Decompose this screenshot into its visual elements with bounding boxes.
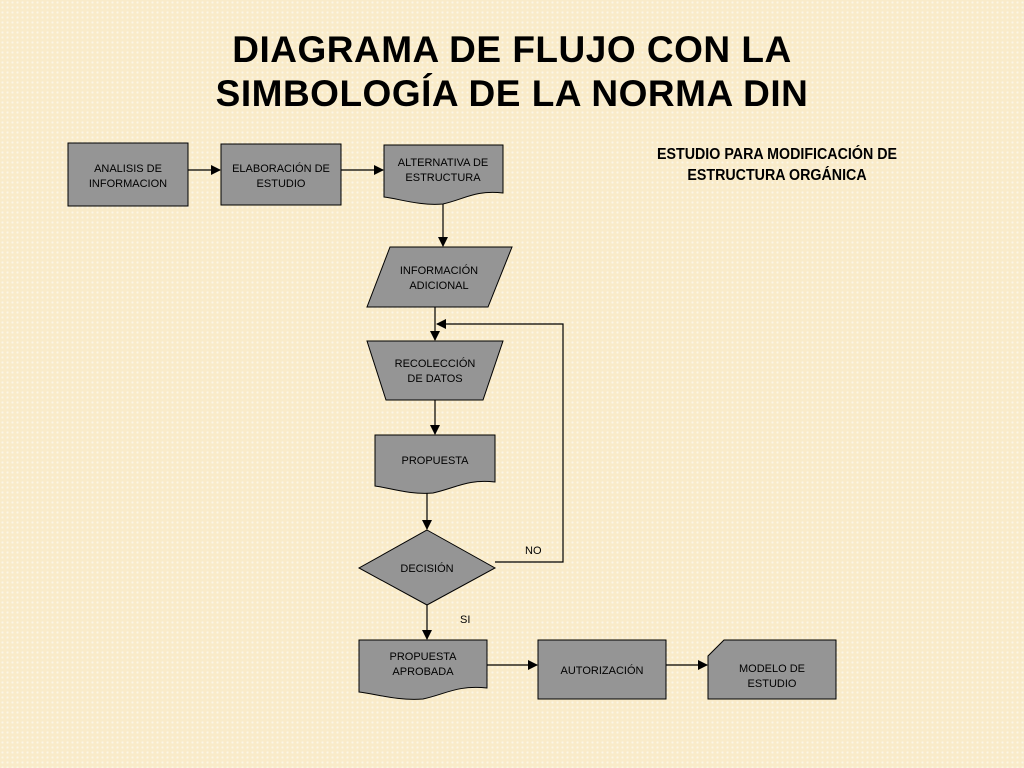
node-alternativa-de-estructura: ALTERNATIVA DE ESTRUCTURA	[383, 144, 504, 205]
node-modelo-de-estudio: MODELO DE ESTUDIO	[707, 639, 837, 700]
subtitle-line-1: ESTUDIO PARA MODIFICACIÓN DE	[656, 146, 898, 163]
diagram-subtitle: ESTUDIO PARA MODIFICACIÓN DE ESTRUCTURA …	[625, 144, 929, 186]
document-shape	[358, 639, 488, 700]
node-label: APROBADA	[392, 666, 454, 678]
node-label: DECISIÓN	[400, 562, 453, 575]
document-shape	[383, 144, 504, 205]
node-label: PROPUESTA	[389, 651, 457, 663]
node-label: INFORMACIÓN	[400, 264, 478, 277]
node-autorizacion: AUTORIZACIÓN	[537, 639, 667, 700]
page-title: DIAGRAMA DE FLUJO CON LA SIMBOLOGÍA DE L…	[0, 28, 1024, 116]
node-recoleccion-de-datos: RECOLECCIÓN DE DATOS	[366, 340, 504, 401]
subtitle-line-2: ESTRUCTURA ORGÁNICA	[687, 167, 867, 184]
node-label: PROPUESTA	[401, 455, 469, 467]
node-label: RECOLECCIÓN	[395, 357, 476, 370]
node-propuesta: PROPUESTA	[374, 434, 496, 494]
node-label: ESTUDIO	[748, 678, 797, 690]
node-label: ALTERNATIVA DE	[398, 157, 488, 169]
node-label: ANALISIS DE	[94, 163, 162, 175]
process-box	[537, 639, 667, 700]
node-label: MODELO DE	[739, 663, 805, 675]
page-title-line-1: DIAGRAMA DE FLUJO CON LA	[232, 29, 792, 70]
document-shape	[374, 434, 496, 494]
node-label: DE DATOS	[407, 373, 462, 385]
process-box	[67, 142, 189, 207]
node-label: ESTRUCTURA	[405, 172, 481, 184]
page-title-line-2: SIMBOLOGÍA DE LA NORMA DIN	[215, 73, 809, 114]
node-label: ESTUDIO	[257, 178, 306, 190]
node-label: AUTORIZACIÓN	[561, 664, 644, 677]
node-label: INFORMACION	[89, 178, 167, 190]
node-label: ELABORACIÓN DE	[232, 162, 330, 175]
process-box	[220, 143, 342, 206]
node-informacion-adicional: INFORMACIÓN ADICIONAL	[366, 246, 513, 308]
node-decision: DECISIÓN	[357, 529, 497, 606]
node-analisis-de-informacion: ANALISIS DE INFORMACION	[67, 142, 189, 207]
node-elaboracion-de-estudio: ELABORACIÓN DE ESTUDIO	[220, 143, 342, 206]
node-propuesta-aprobada: PROPUESTA APROBADA	[358, 639, 488, 700]
node-label: ADICIONAL	[409, 280, 468, 292]
card-shape	[707, 639, 837, 700]
edge-label-si: SI	[460, 614, 470, 626]
loop-arrow-no	[436, 319, 564, 563]
manual-operation-trapezoid	[366, 340, 504, 401]
data-parallelogram	[366, 246, 513, 308]
decision-diamond	[357, 529, 497, 606]
edge-label-no: NO	[525, 545, 542, 557]
